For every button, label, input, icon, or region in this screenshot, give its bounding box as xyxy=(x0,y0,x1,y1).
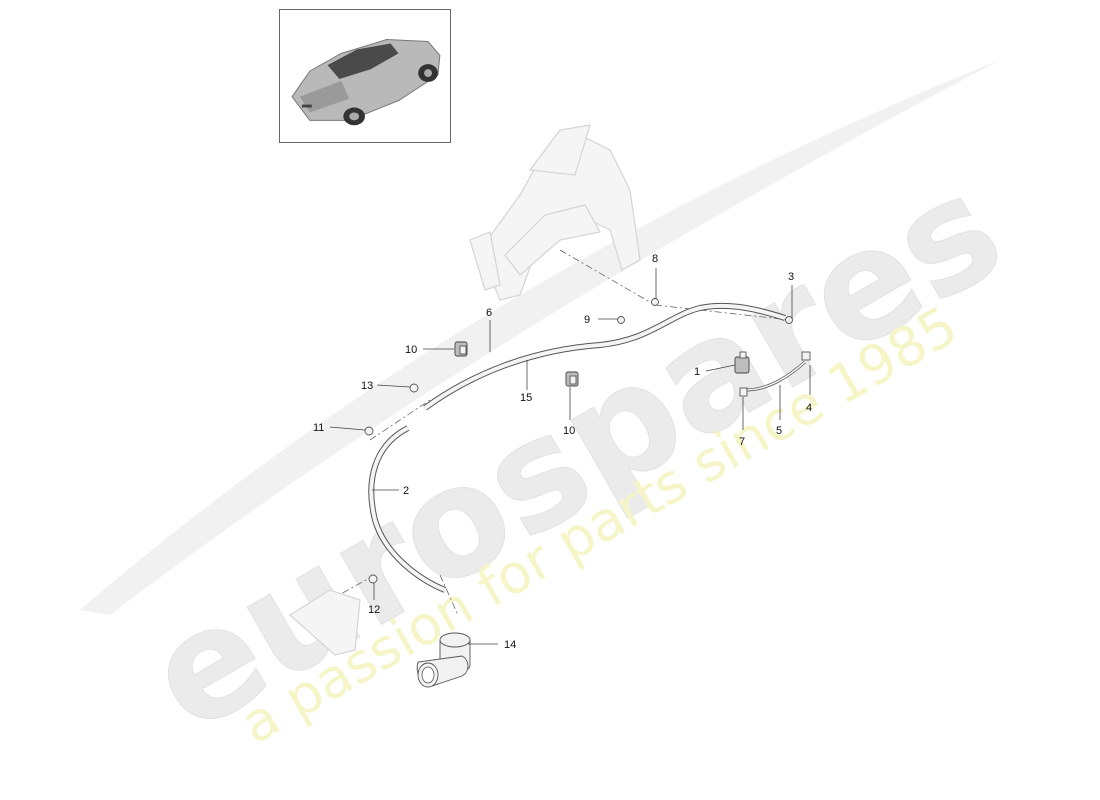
callout-7: 7 xyxy=(739,436,745,448)
callout-10-lower: 10 xyxy=(563,425,575,437)
callout-11: 11 xyxy=(313,422,324,434)
fitting-8 xyxy=(651,298,659,306)
splash-shield xyxy=(289,589,361,656)
callout-9: 9 xyxy=(584,314,590,326)
assembly-line-8 xyxy=(559,249,656,306)
leader-1 xyxy=(705,364,736,372)
callout-8: 8 xyxy=(652,253,658,265)
callout-14: 14 xyxy=(504,639,516,651)
callout-4: 4 xyxy=(806,402,812,414)
hose-5 xyxy=(744,360,806,392)
filler-neck-14 xyxy=(416,632,471,688)
hose-5-inner xyxy=(744,361,806,391)
hose-6 xyxy=(423,302,786,411)
callout-13: 13 xyxy=(361,380,373,392)
frame-structure xyxy=(469,124,641,301)
callout-6: 6 xyxy=(486,307,492,319)
assembly-line-11 xyxy=(369,399,431,441)
callout-2: 2 xyxy=(403,485,409,497)
fitting-7 xyxy=(739,387,748,397)
leader-11 xyxy=(329,426,366,431)
callout-5: 5 xyxy=(776,425,782,437)
fitting-4 xyxy=(801,351,811,361)
callout-3: 3 xyxy=(788,271,794,283)
fitting-12 xyxy=(368,574,378,584)
callout-12: 12 xyxy=(368,604,380,616)
callout-1: 1 xyxy=(694,366,700,378)
car-icon xyxy=(291,39,441,126)
fitting-11 xyxy=(364,426,374,436)
valve-1 xyxy=(734,351,750,374)
assembly-line-14 xyxy=(439,574,459,616)
fitting-13 xyxy=(409,383,419,393)
watermark-swoosh xyxy=(80,60,1000,615)
fitting-3 xyxy=(785,316,793,324)
hose-2-inner xyxy=(369,426,446,592)
fitting-9 xyxy=(617,316,625,324)
clip-10-lower xyxy=(565,371,579,387)
clip-10-upper xyxy=(454,341,468,357)
assembly-line-12 xyxy=(329,574,376,601)
callout-10-upper: 10 xyxy=(405,344,417,356)
hose-6-inner xyxy=(423,303,786,410)
callout-15: 15 xyxy=(520,392,532,404)
vehicle-thumbnail xyxy=(279,9,451,143)
leader-13 xyxy=(376,384,411,388)
